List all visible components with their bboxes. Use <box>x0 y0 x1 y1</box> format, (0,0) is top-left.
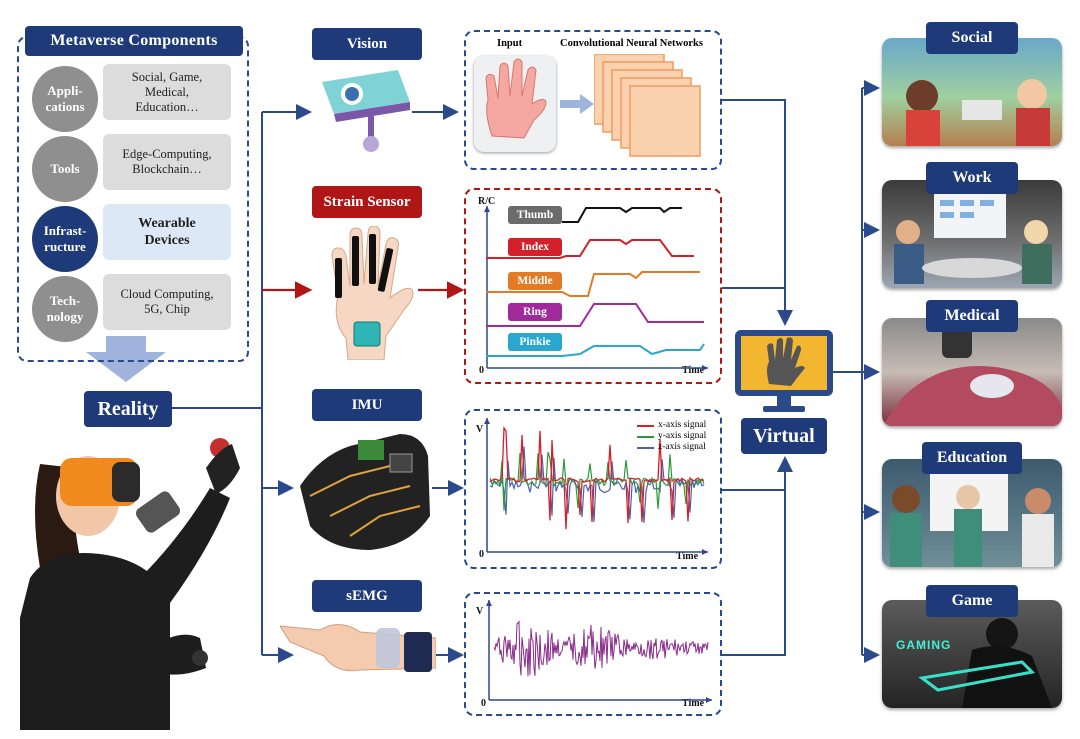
semg-panel <box>464 592 722 716</box>
imu-glove-icon <box>290 426 440 554</box>
strain-line-pinkie <box>486 343 705 357</box>
layer-applications-circle: Appli- cations <box>32 66 98 132</box>
strain-panel <box>464 188 722 384</box>
virtual-monitor-icon <box>733 328 835 416</box>
strain-hand-icon <box>318 226 416 360</box>
app-photo-medical <box>882 318 1062 426</box>
app-photo-education <box>882 459 1062 567</box>
strain-tag-thumb: Thumb <box>508 206 562 224</box>
app-photo-game: GAMING <box>882 600 1062 708</box>
strain-tag-middle: Middle <box>508 272 562 290</box>
strain-tag-pinkie: Pinkie <box>508 333 562 351</box>
semg-y-label: V <box>476 606 484 617</box>
layer-applications-desc: Social, Game, Medical, Education… <box>103 64 231 120</box>
strain-line-thumb <box>562 207 682 223</box>
imu-legend-z: z-axis signal <box>658 442 706 452</box>
strain-y-label: R/C <box>478 196 496 207</box>
strain-origin: 0 <box>479 365 484 376</box>
layer-tools-desc: Edge-Computing, Blockchain… <box>103 134 231 190</box>
strain-line-ring <box>486 303 704 327</box>
sensor-strain-label: Strain Sensor <box>312 186 422 218</box>
vision-panel <box>464 30 722 170</box>
imu-legend-y: y-axis signal <box>658 431 707 441</box>
app-tag-social: Social <box>926 22 1018 54</box>
vision-arrow-icon <box>560 94 594 114</box>
layer-technology-circle: Tech- nology <box>32 276 98 342</box>
vision-input-label: Input <box>497 38 523 49</box>
metaverse-components-title: Metaverse Components <box>25 26 243 56</box>
sensor-semg-label: sEMG <box>312 580 422 612</box>
imu-y-label: V <box>476 424 484 435</box>
semg-line <box>493 620 709 677</box>
semg-origin: 0 <box>481 698 486 709</box>
semg-arm-icon <box>280 612 436 682</box>
app-tag-medical: Medical <box>926 300 1018 332</box>
layer-infrastructure-desc: Wearable Devices <box>103 204 231 260</box>
app-tag-game: Game <box>926 585 1018 617</box>
reality-label: Reality <box>84 391 172 427</box>
imu-legend-x: x-axis signal <box>658 420 707 430</box>
vision-input-hand-icon <box>474 56 556 152</box>
game-photo-text: GAMING <box>896 638 952 652</box>
app-photo-work <box>882 180 1062 288</box>
imu-x-label: Time <box>676 551 699 562</box>
layer-infrastructure-circle: Infrast- ructure <box>32 206 98 272</box>
imu-line-x <box>489 425 705 530</box>
virtual-label: Virtual <box>741 418 827 454</box>
app-tag-education: Education <box>922 442 1022 474</box>
layer-tools-circle: Tools <box>32 136 98 202</box>
sensor-vision-label: Vision <box>312 28 422 60</box>
vr-user-illustration <box>20 428 250 730</box>
imu-panel <box>464 409 722 569</box>
sensor-imu-label: IMU <box>312 389 422 421</box>
strain-tag-ring: Ring <box>508 303 562 321</box>
down-arrow-icon <box>86 336 166 382</box>
app-tag-work: Work <box>926 162 1018 194</box>
strain-x-label: Time <box>682 365 705 376</box>
vision-cnn-label: Convolutional Neural Networks <box>560 38 703 49</box>
strain-tag-index: Index <box>508 238 562 256</box>
camera-icon <box>318 66 414 156</box>
cnn-layers-icon <box>594 54 710 164</box>
strain-line-middle <box>486 271 700 297</box>
semg-x-label: Time <box>682 698 705 709</box>
layer-technology-desc: Cloud Computing, 5G, Chip <box>103 274 231 330</box>
app-photo-social <box>882 38 1062 146</box>
strain-line-index <box>486 239 694 259</box>
imu-origin: 0 <box>479 549 484 560</box>
